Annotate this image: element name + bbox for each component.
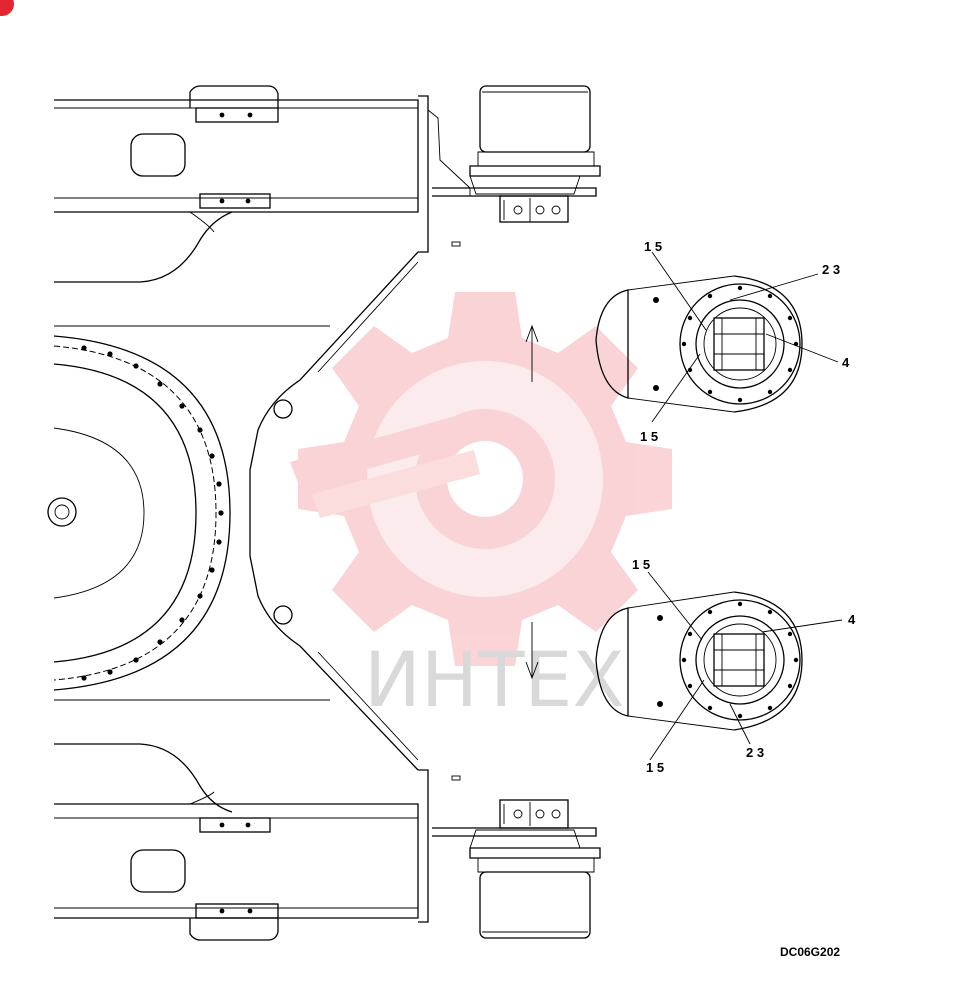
watermark-text: ИНТЕХ (364, 635, 625, 724)
travel-motor-top (432, 85, 601, 247)
callout-upper-4: 4 (842, 355, 850, 370)
motor-end-view-lower (595, 571, 843, 761)
lower-bolt-ring (681, 601, 799, 719)
track-frame (47, 85, 539, 941)
corner-mark (0, 0, 14, 16)
watermark-gear-icon (290, 292, 672, 666)
drawing-code: DC06G202 (780, 945, 840, 959)
callout-lower-23: 2 3 (746, 745, 764, 760)
motor-end-view-upper (595, 251, 839, 423)
travel-motor-bottom (432, 775, 601, 939)
ring-bolts (81, 345, 224, 681)
callout-lower-4: 4 (848, 612, 856, 627)
callout-lower-15-bottom: 1 5 (646, 760, 664, 775)
callout-upper-15-bottom: 1 5 (640, 429, 658, 444)
callout-upper-23: 2 3 (822, 262, 840, 277)
callout-upper-15-top: 1 5 (644, 239, 662, 254)
callout-lower-15-top: 1 5 (632, 557, 650, 572)
upper-bolt-ring (681, 285, 799, 403)
